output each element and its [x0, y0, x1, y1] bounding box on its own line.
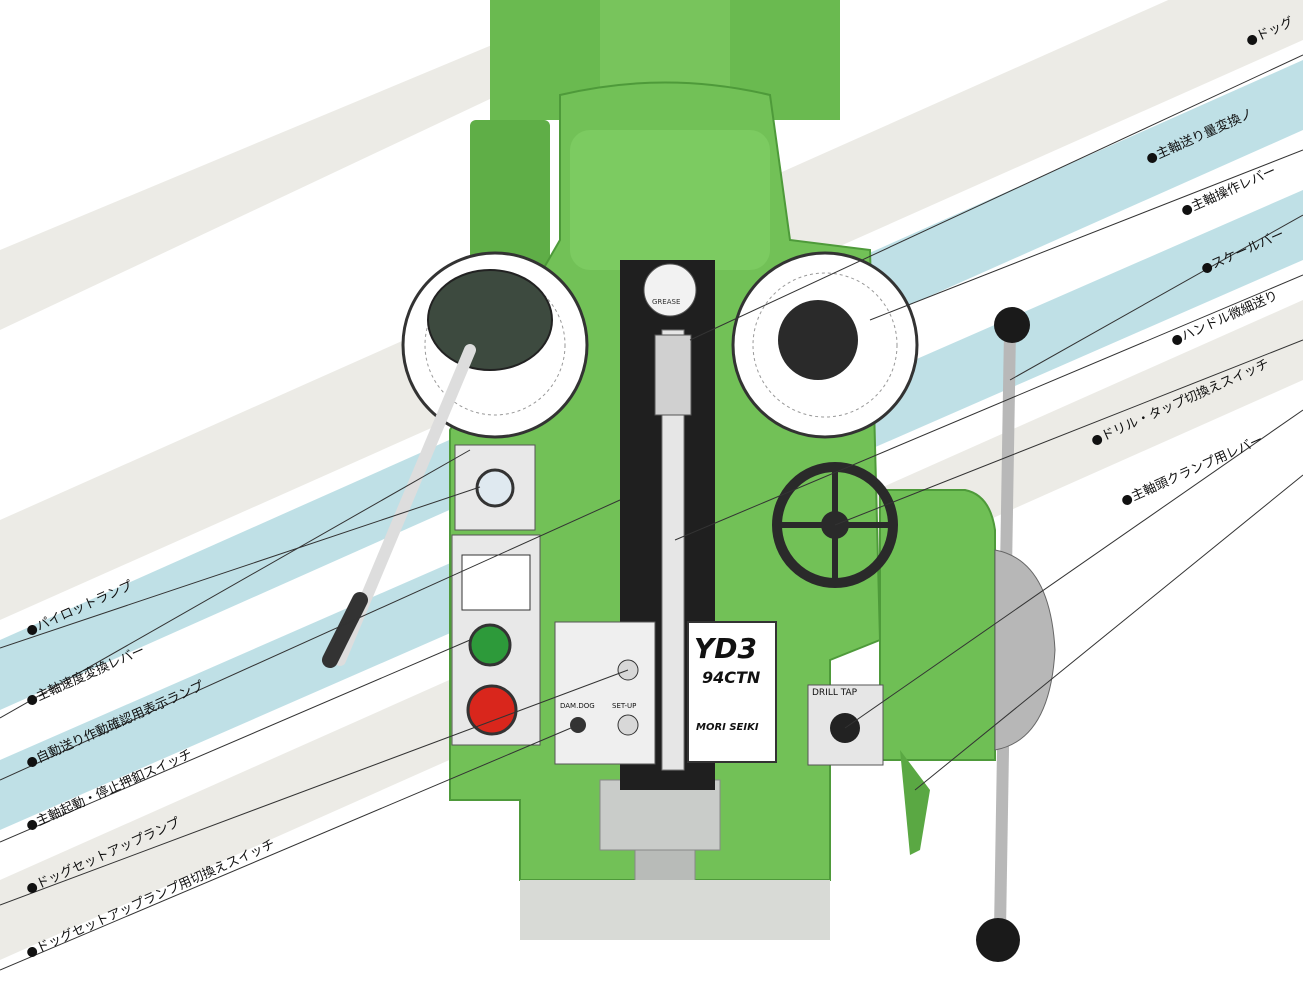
- feed-dial-scale: [752, 272, 898, 418]
- dog-label: DAM.DOG: [560, 702, 595, 710]
- callout-line: [0, 724, 579, 971]
- drill-tap-label: DRILL TAP: [812, 688, 858, 698]
- grease-label: GREASE: [652, 298, 681, 306]
- setup-lamp: [617, 714, 639, 736]
- dog-setup-panel: [554, 621, 656, 765]
- callout-line: [0, 639, 471, 843]
- lever-ball-top: [994, 307, 1030, 343]
- speed-lever-grip: [322, 592, 368, 668]
- ammeter: [461, 554, 531, 611]
- callout-line: [869, 149, 1303, 321]
- stop-button: [466, 684, 518, 736]
- setup-label: SET-UP: [612, 702, 637, 710]
- motor-housing: [600, 0, 730, 90]
- callout-line: [834, 339, 1303, 526]
- lever-hub: [994, 549, 1056, 751]
- speed-dial-scale: [424, 274, 566, 416]
- scale-bar: [661, 329, 685, 771]
- grease-gauge: [643, 263, 697, 317]
- machine-base: [520, 880, 830, 940]
- callout-line: [0, 669, 629, 906]
- lever-ball-bottom: [976, 918, 1020, 962]
- callout-line: [0, 499, 621, 781]
- model-plate: [687, 621, 777, 763]
- model-name: YD3: [694, 632, 757, 665]
- pilot-lamp: [475, 468, 515, 508]
- head-top-section: [570, 130, 770, 270]
- callout-line: [0, 486, 481, 649]
- callout-line: [844, 409, 1303, 729]
- speed-dial-knob: [427, 269, 553, 371]
- callout-line: [0, 449, 471, 719]
- model-submodel: 94CTN: [702, 668, 761, 687]
- callout-line: [689, 54, 1303, 341]
- start-button: [468, 623, 512, 667]
- callout-line: [674, 274, 1303, 541]
- callout-line: [914, 474, 1303, 791]
- feed-dial-knob: [778, 300, 858, 380]
- spindle-sleeve: [599, 779, 721, 851]
- head-clamp-lever: [900, 750, 930, 855]
- dog-block: [654, 334, 692, 416]
- maker-name: MORI SEIKI: [696, 722, 759, 733]
- callout-line: [1009, 214, 1303, 381]
